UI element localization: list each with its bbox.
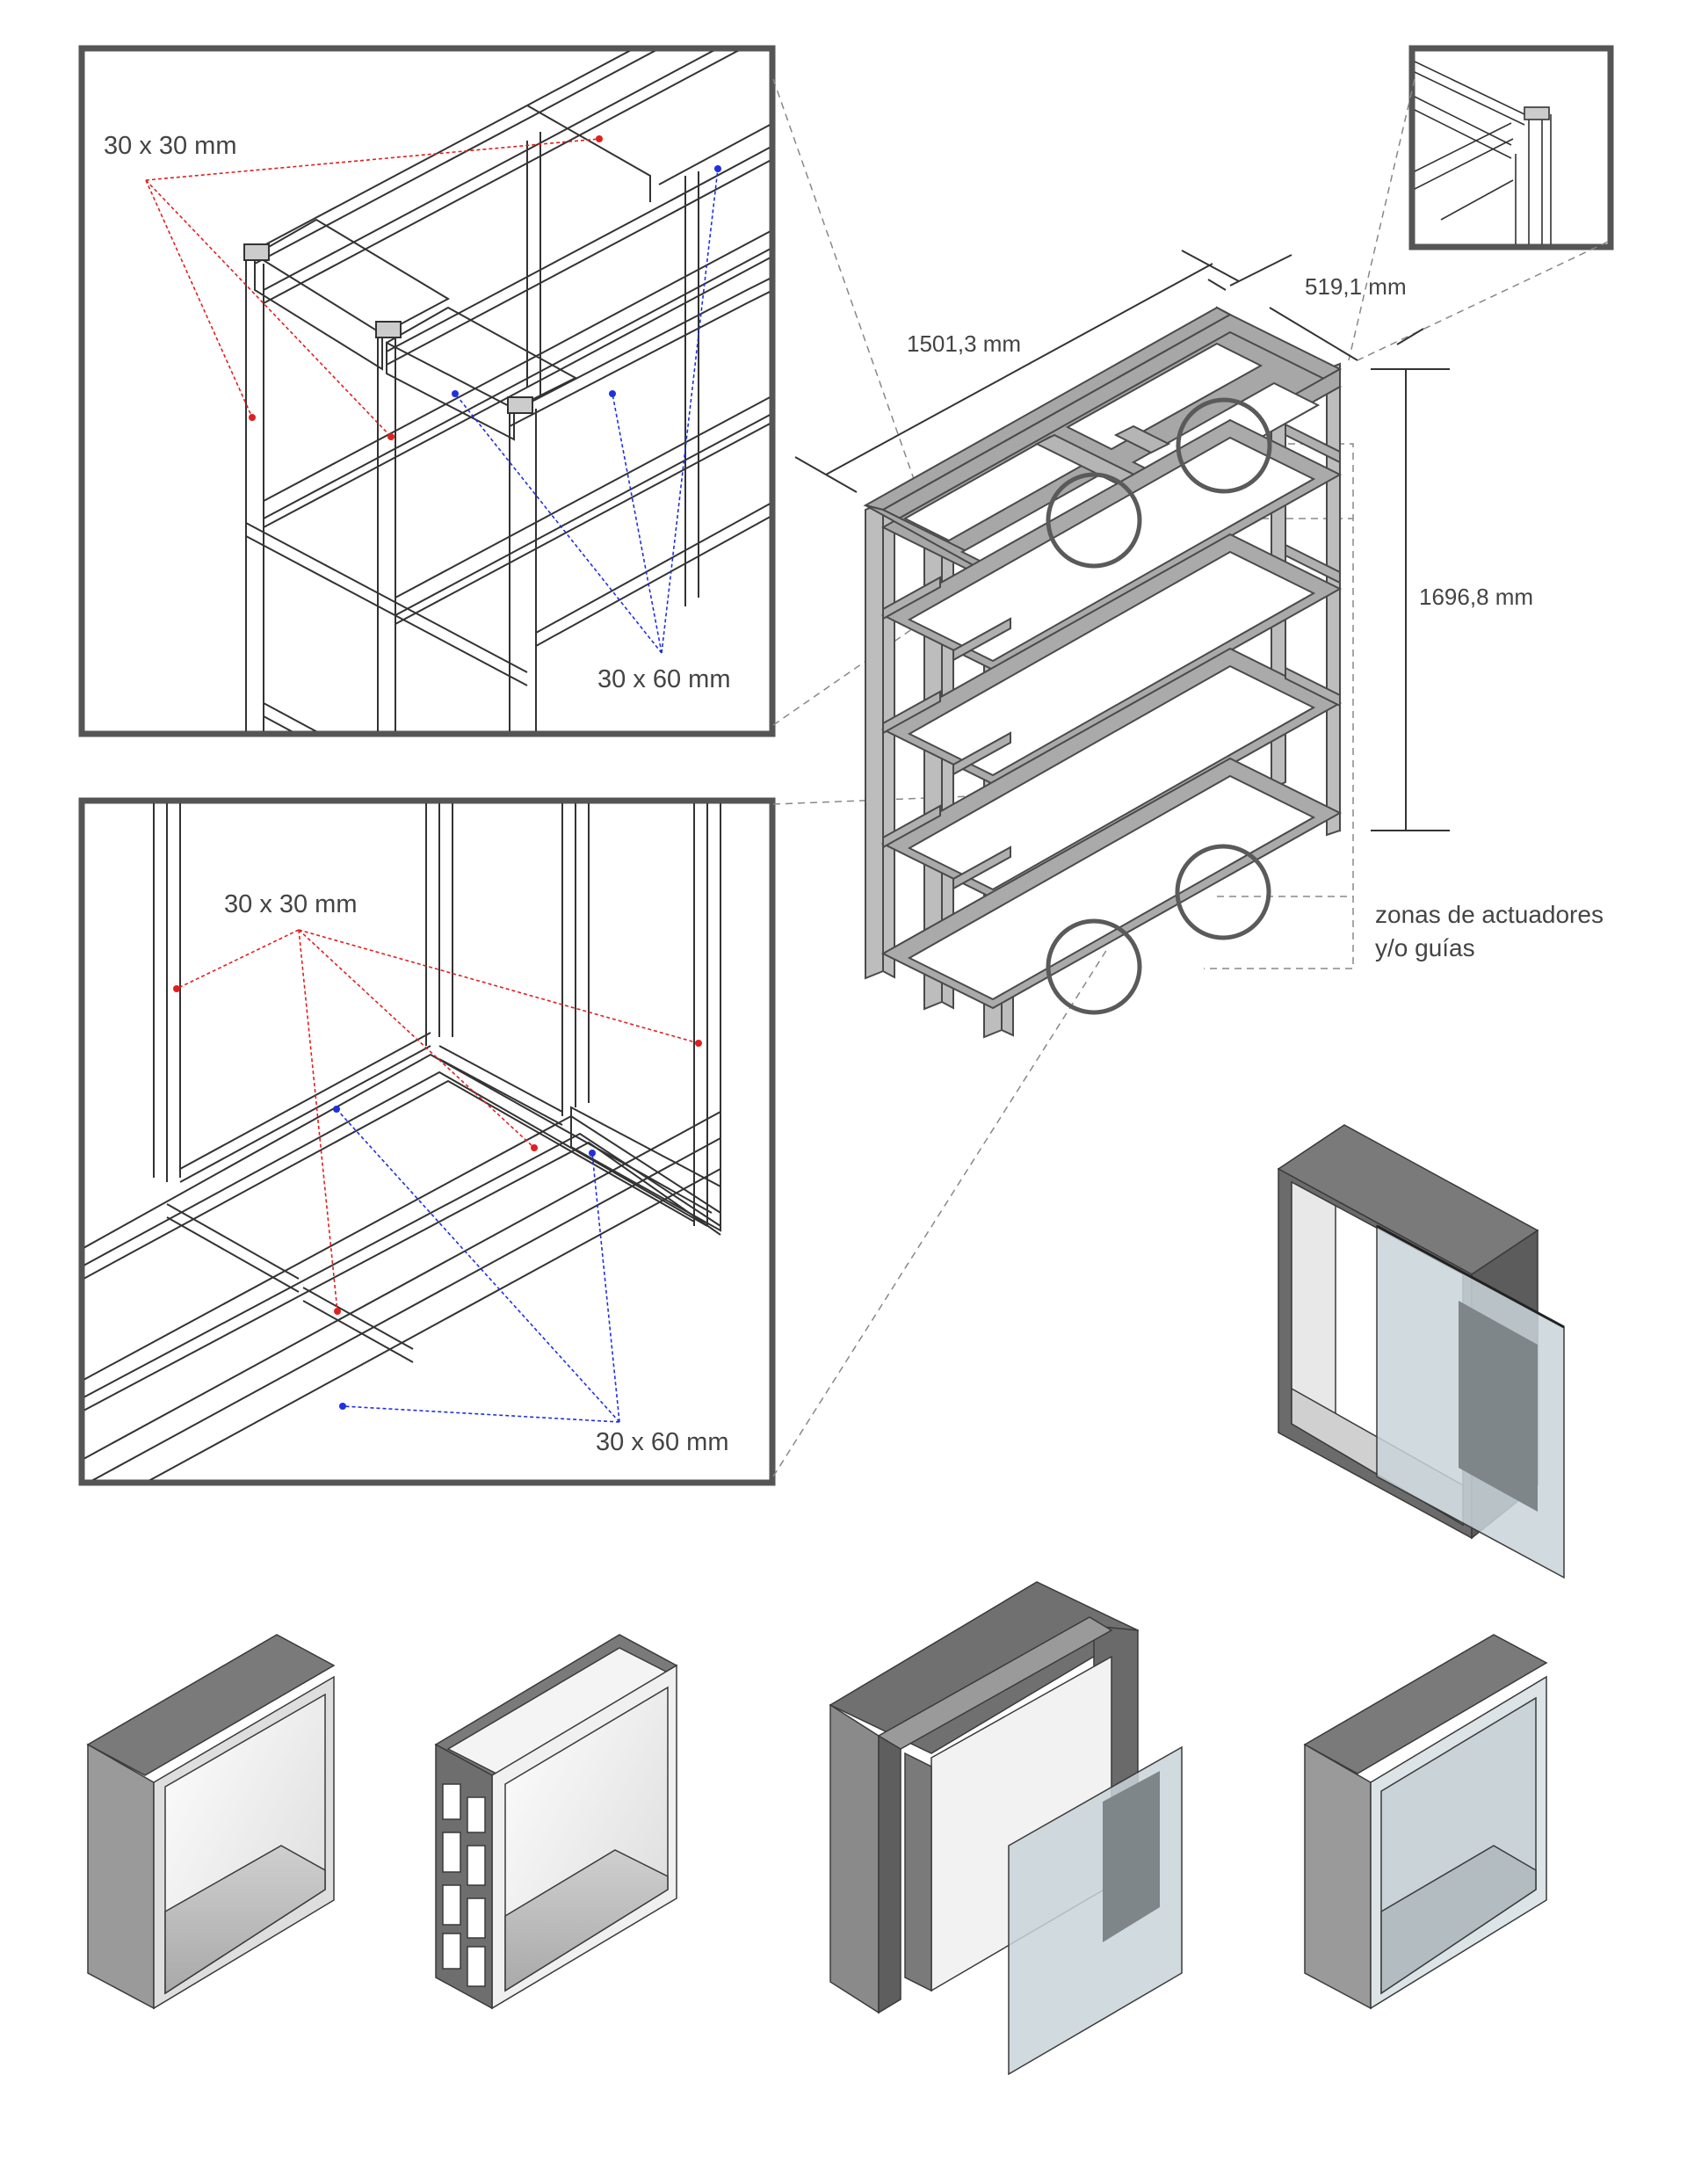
cabinet-open-door: [1277, 1124, 1565, 1579]
detail-panel-corner: [1408, 45, 1614, 250]
main-frame-isometric: [863, 306, 1343, 1039]
callout-dots-red-bottom: [173, 985, 702, 1315]
callout-dots-blue-bottom: [333, 1106, 596, 1410]
callout-dots-red-top: [249, 135, 603, 440]
cabinet-assembly-exploded: [829, 1581, 1183, 2076]
callout-dots-blue-top: [452, 165, 721, 397]
label-size-large-bottom: 30 x 60 mm: [596, 1428, 729, 1456]
dimension-depth: 519,1 mm: [1305, 273, 1407, 300]
dimension-height: 1696,8 mm: [1419, 584, 1533, 610]
detail-panel-top: 30 x 30 mm 30 x 60 mm: [78, 45, 776, 737]
cabinet-with-frame: [434, 1634, 678, 2010]
detail-frame-corner: [1408, 45, 1614, 250]
callout-lines-blue-top: [454, 168, 719, 654]
detail-bottom-profiles: [84, 803, 721, 1480]
dimension-lines: [794, 250, 1450, 831]
callout-lines-red-top: [145, 138, 600, 438]
actuator-zone-circles: [1046, 397, 1272, 1015]
zones-label-line2: y/o guías: [1375, 934, 1475, 961]
label-size-small-top: 30 x 30 mm: [104, 132, 237, 160]
callout-lines-blue-bottom: [336, 1108, 620, 1423]
zones-label-line1: zonas de actuadores: [1375, 901, 1604, 928]
label-size-small-bottom: 30 x 30 mm: [224, 890, 358, 918]
dimension-width: 1501,3 mm: [907, 330, 1021, 357]
cabinet-glass-front: [1303, 1634, 1548, 2010]
cabinet-empty: [86, 1634, 336, 2010]
detail-panel-bottom: 30 x 30 mm 30 x 60 mm: [78, 797, 776, 1486]
detail-top-profiles: [243, 51, 770, 731]
callout-lines-red-bottom: [176, 929, 699, 1312]
label-size-large-top: 30 x 60 mm: [597, 665, 731, 693]
